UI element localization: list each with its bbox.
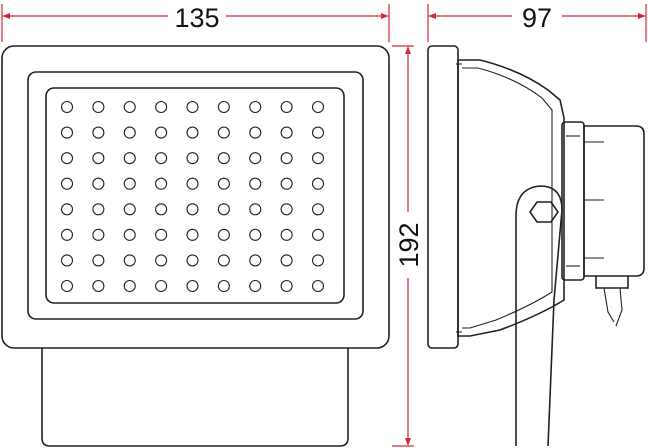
led-dot [123, 152, 136, 165]
led-dot [186, 254, 199, 267]
side-view [427, 45, 645, 447]
led-dot [217, 126, 230, 139]
width-label: 135 [174, 3, 219, 33]
led-dot [60, 203, 74, 216]
led-dot [186, 279, 199, 293]
led-dot [60, 152, 74, 165]
led-dot [155, 254, 168, 267]
led-dot [280, 152, 293, 165]
led-dot [280, 228, 293, 241]
led-dot [123, 279, 136, 293]
led-dot [280, 254, 293, 267]
led-dot [186, 177, 199, 190]
led-dot [311, 279, 325, 293]
led-dot [249, 279, 262, 293]
driver-box [583, 125, 645, 277]
led-dot [311, 203, 325, 216]
led-dot [311, 254, 325, 267]
bracket-bolt-hex [529, 201, 559, 223]
led-dot [60, 228, 74, 241]
led-dot [155, 228, 168, 241]
led-grid [60, 100, 325, 293]
housing-body [457, 59, 565, 337]
led-dot [280, 126, 293, 139]
led-dot [92, 100, 105, 114]
cable-gland [595, 276, 629, 289]
led-dot [92, 203, 105, 216]
led-dot [186, 203, 199, 216]
led-dot [249, 254, 262, 267]
led-dot [249, 177, 262, 190]
led-dot [186, 152, 199, 165]
led-dot [123, 177, 136, 190]
led-dot [60, 126, 74, 139]
led-dot [217, 203, 230, 216]
led-panel [45, 87, 345, 304]
led-dot [249, 100, 262, 114]
led-dot [311, 177, 325, 190]
led-dot [123, 203, 136, 216]
led-dot [155, 203, 168, 216]
led-dot [311, 100, 325, 114]
led-dot [249, 126, 262, 139]
led-dot [280, 203, 293, 216]
led-dot [155, 126, 168, 139]
depth-label: 97 [522, 3, 552, 33]
led-dot [249, 228, 262, 241]
front-view [1, 45, 390, 447]
led-dot [92, 177, 105, 190]
led-dot [249, 152, 262, 165]
body-edge [462, 67, 553, 329]
front-slab [427, 45, 459, 349]
led-dot [60, 177, 74, 190]
led-dot [280, 100, 293, 114]
led-dot [155, 177, 168, 190]
led-dot [186, 126, 199, 139]
depth-dimension: 97 [427, 2, 647, 42]
led-dot [123, 228, 136, 241]
led-dot [249, 203, 262, 216]
led-dot [60, 279, 74, 293]
led-dot [186, 228, 199, 241]
led-dot [155, 152, 168, 165]
housing-outline [1, 45, 390, 349]
led-dot [92, 152, 105, 165]
led-dot [217, 228, 230, 241]
led-dot [217, 254, 230, 267]
led-dot [92, 228, 105, 241]
led-dot [217, 279, 230, 293]
bracket-arm [515, 185, 563, 447]
led-dot [280, 177, 293, 190]
led-dot [155, 100, 168, 114]
height-dimension: 192 [392, 45, 424, 447]
led-dot [60, 100, 74, 114]
led-dot [311, 126, 325, 139]
cable [603, 287, 623, 327]
led-dot [92, 254, 105, 267]
height-label: 192 [394, 222, 424, 267]
led-dot [155, 279, 168, 293]
led-dot [123, 126, 136, 139]
led-dot [123, 100, 136, 114]
led-dot [123, 254, 136, 267]
led-dot [217, 100, 230, 114]
mounting-bracket-front [41, 348, 349, 447]
front-frame [27, 71, 364, 320]
led-dot [217, 177, 230, 190]
led-dot [280, 279, 293, 293]
led-dot [217, 152, 230, 165]
width-dimension: 135 [1, 2, 390, 42]
led-dot [311, 228, 325, 241]
rear-flange [561, 121, 585, 281]
led-dot [311, 152, 325, 165]
led-dot [92, 279, 105, 293]
led-dot [92, 126, 105, 139]
led-dot [186, 100, 199, 114]
led-dot [60, 254, 74, 267]
